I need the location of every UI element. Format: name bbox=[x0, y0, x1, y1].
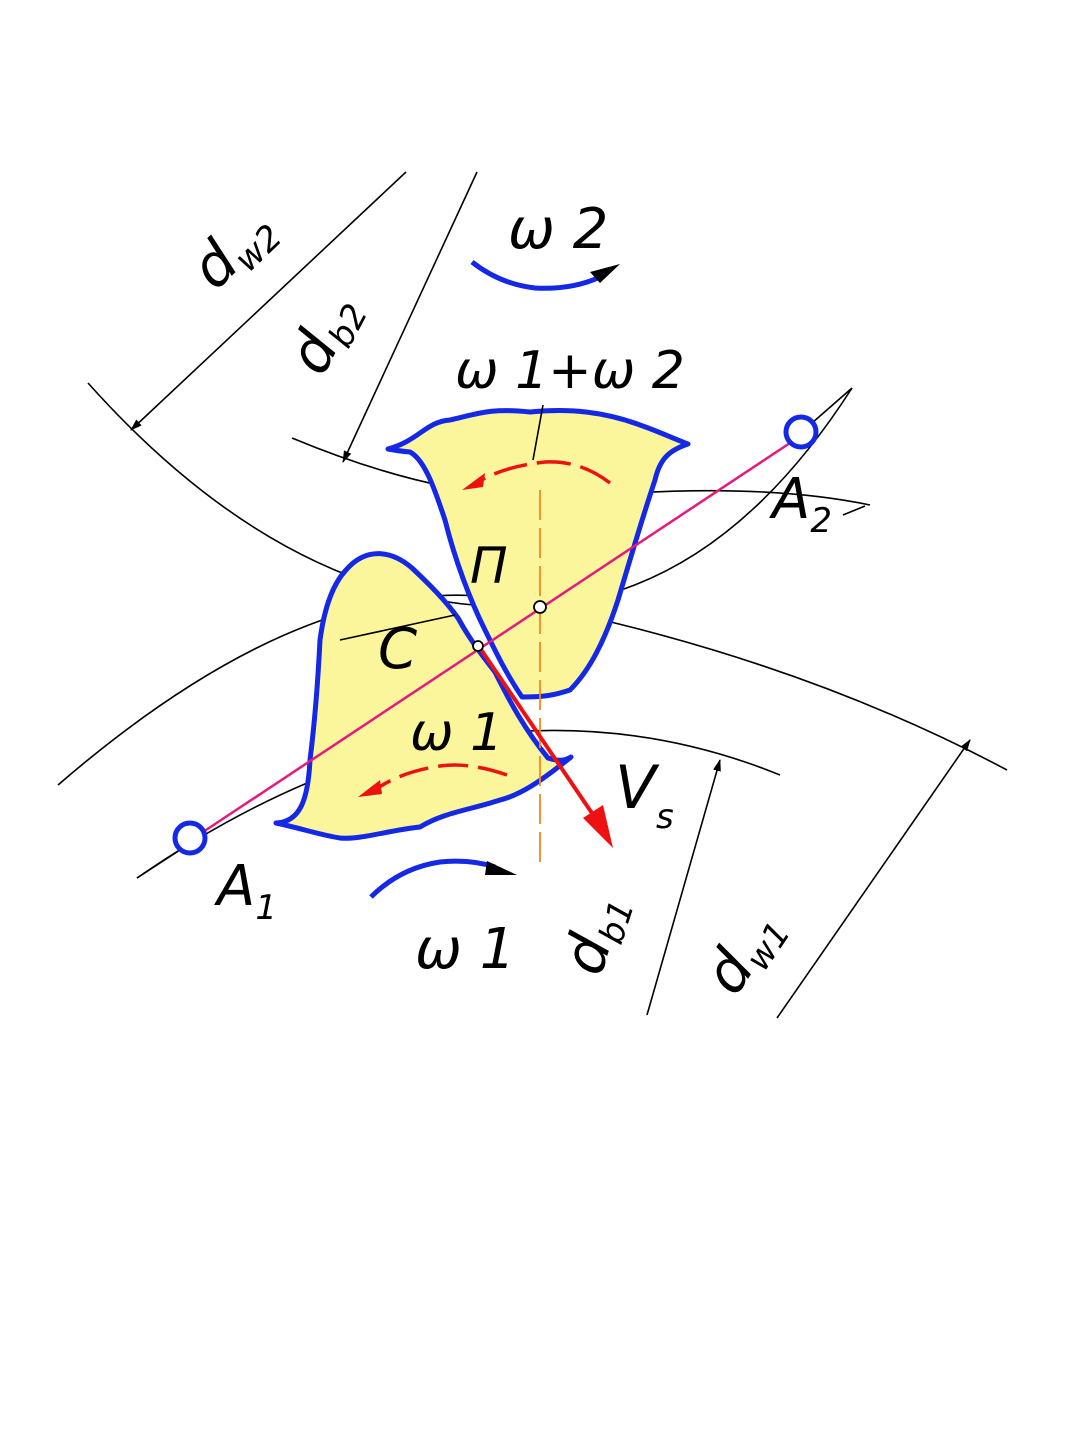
center-a2-marker bbox=[783, 414, 819, 450]
contact-point bbox=[472, 640, 484, 652]
tooth-gear-2 bbox=[385, 408, 691, 700]
db2-leader bbox=[342, 171, 478, 463]
relative-rotation-arrow bbox=[477, 460, 612, 485]
dw2-leader bbox=[130, 171, 407, 431]
pitch-diameter-1-label: dw1 bbox=[690, 896, 799, 1008]
relative-rotation-arrowhead bbox=[462, 473, 485, 490]
pole-point bbox=[533, 600, 547, 614]
db1-leader bbox=[646, 759, 721, 1016]
pitch-diameter-2-label: dw2 bbox=[177, 193, 290, 305]
center-a2-label: A2 bbox=[769, 467, 832, 541]
sliding-velocity-arrowhead bbox=[583, 805, 613, 848]
omega1-arrowhead bbox=[485, 861, 517, 875]
line-of-action-extension-right bbox=[811, 387, 853, 424]
line-of-action-extension-left bbox=[136, 849, 181, 879]
a2-label-tick bbox=[842, 505, 866, 516]
omega2-top-label: ω 2 bbox=[508, 197, 608, 262]
omega1-bottom-label: ω 1 bbox=[415, 917, 515, 982]
contact-label-leader bbox=[339, 614, 456, 641]
pole-label: П bbox=[470, 537, 508, 595]
sliding-velocity-label: Vs bbox=[615, 753, 674, 837]
base-diameter-1-label: db1 bbox=[549, 885, 643, 984]
dw1-leader bbox=[776, 739, 971, 1019]
base-diameter-2-label: db2 bbox=[274, 282, 376, 387]
relative-omega-leader bbox=[532, 404, 544, 461]
relative-omega-label: ω 1+ω 2 bbox=[455, 341, 685, 401]
contact-label: C bbox=[378, 617, 417, 682]
omega2-arrowhead bbox=[590, 264, 620, 283]
center-a1-marker bbox=[172, 820, 208, 856]
center-a1-label: A1 bbox=[214, 854, 277, 928]
omega1-rotation-arrow bbox=[369, 858, 496, 899]
omega1-dashed-arrow bbox=[373, 763, 508, 792]
omega1-dashed-arrowhead bbox=[358, 780, 382, 797]
omega2-rotation-arrow bbox=[470, 260, 602, 291]
sliding-velocity-line bbox=[478, 646, 602, 827]
line-of-action bbox=[202, 441, 791, 834]
omega1-mid-label: ω 1 bbox=[410, 703, 503, 763]
